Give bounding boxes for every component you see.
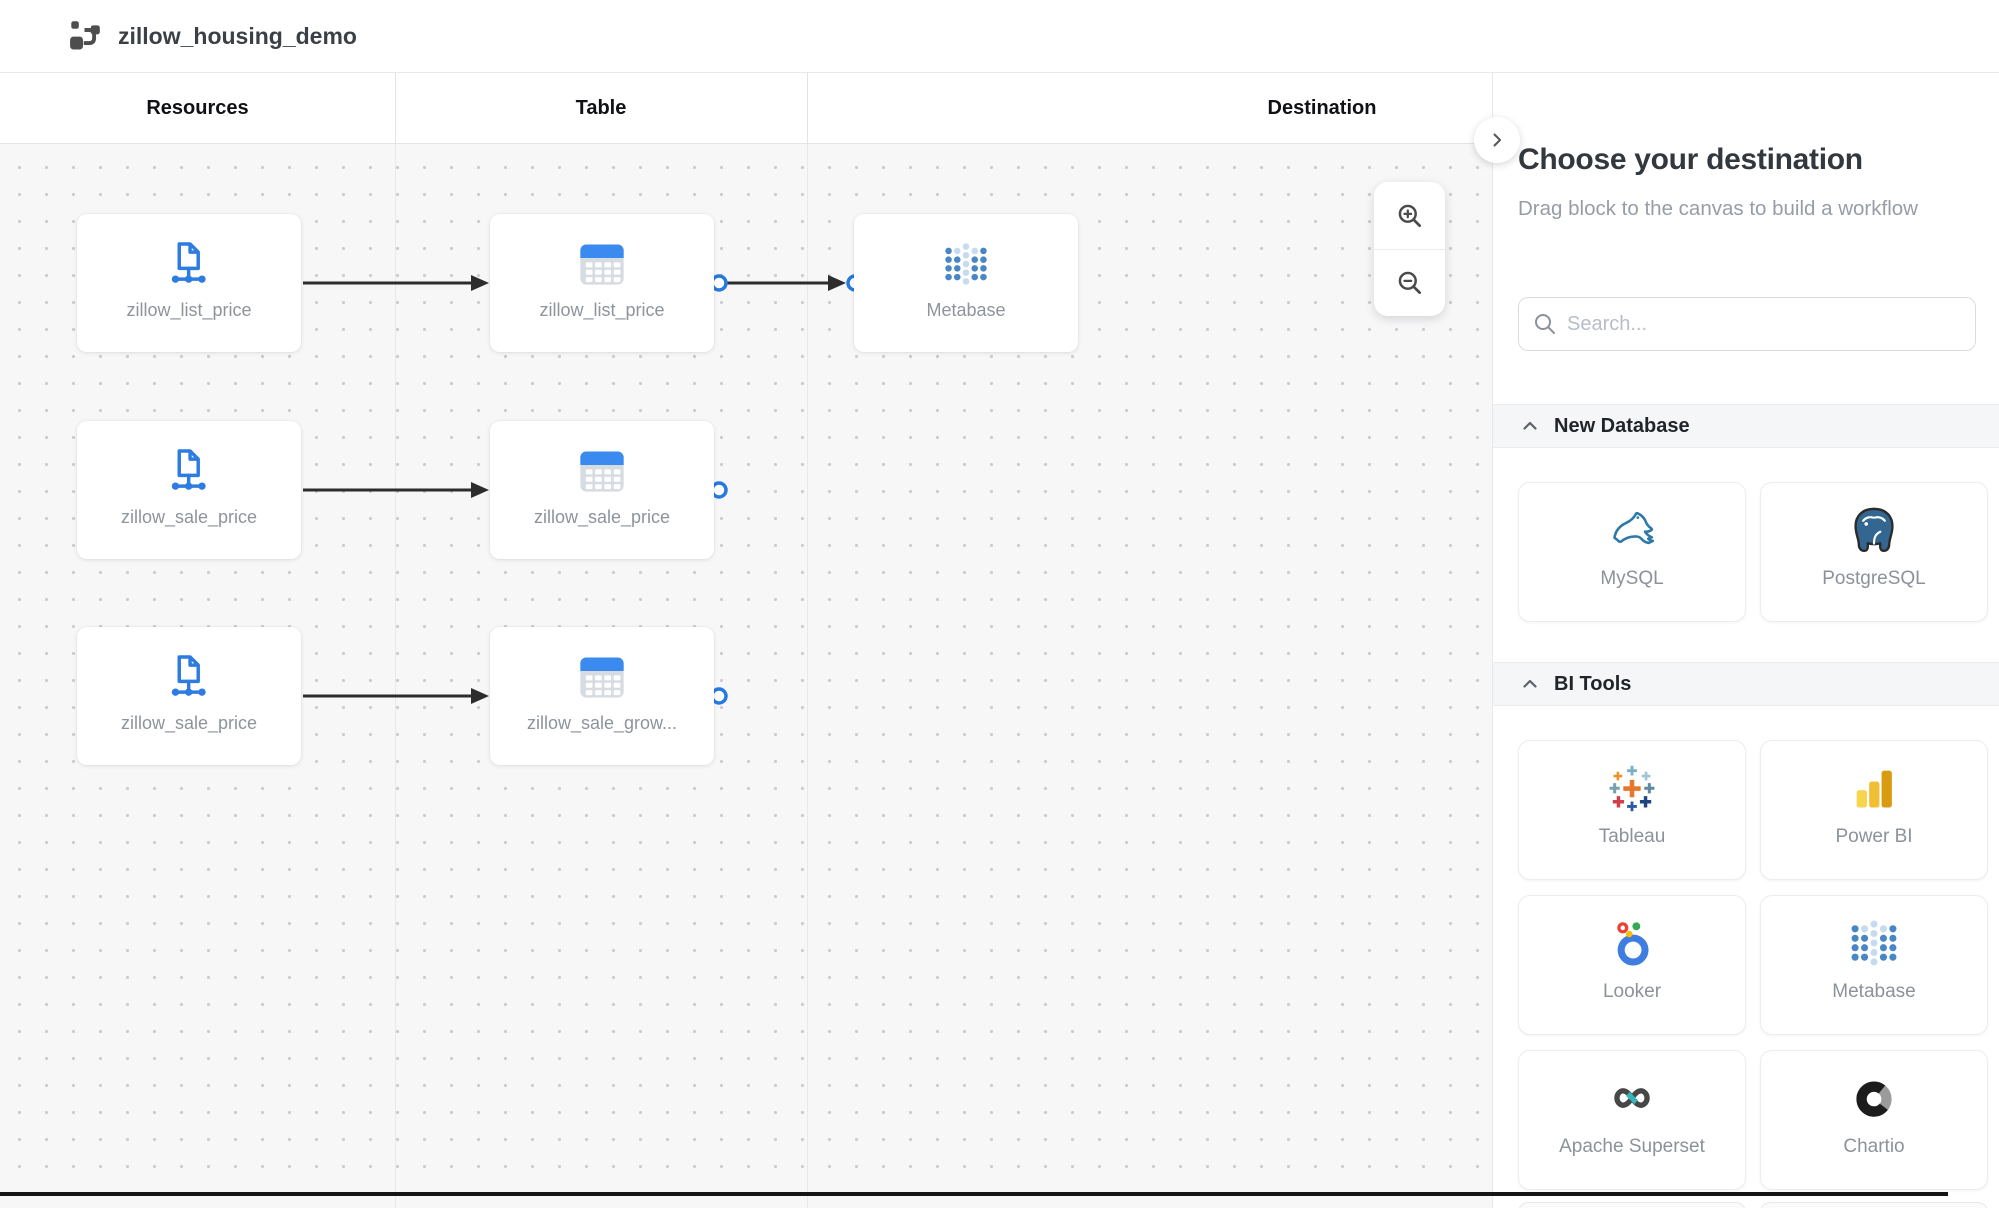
node-table-zillow-sale-growth[interactable]: zillow_sale_grow... xyxy=(490,627,714,765)
node-label: Metabase xyxy=(926,300,1006,320)
column-headers: Resources Table Destination xyxy=(0,73,1492,144)
node-resource-zillow-sale-price[interactable]: zillow_sale_price xyxy=(77,421,301,559)
divider xyxy=(1374,248,1445,250)
node-table-zillow-list-price[interactable]: zillow_list_price xyxy=(490,214,714,352)
output-port[interactable] xyxy=(710,481,728,499)
mysql-icon xyxy=(1613,511,1655,545)
file-source-icon xyxy=(171,449,206,490)
node-label: zillow_list_price xyxy=(539,300,665,320)
node-label: zillow_sale_grow... xyxy=(526,713,678,733)
card-label: Metabase xyxy=(1832,981,1916,1002)
chevron-right-icon xyxy=(1493,133,1501,147)
sidebar-title: Choose your destination xyxy=(1518,143,1863,176)
sidebar-subtitle: Drag block to the canvas to build a work… xyxy=(1518,197,1918,220)
file-source-icon xyxy=(171,655,206,696)
column-divider xyxy=(395,144,396,1208)
chevron-up-icon xyxy=(1523,421,1537,430)
zoom-in-button[interactable] xyxy=(1374,182,1445,249)
card-label: Chartio xyxy=(1843,1136,1905,1157)
workflow-icon xyxy=(70,21,100,50)
tableau-icon xyxy=(1609,765,1655,812)
destination-card-partial xyxy=(1518,1202,1746,1208)
zoom-out-icon xyxy=(1398,271,1421,295)
sidebar-collapse-button[interactable] xyxy=(1474,117,1520,163)
destination-sidebar: Choose your destination Drag block to th… xyxy=(1492,73,1999,1208)
table-icon xyxy=(580,244,624,285)
destination-card-mysql[interactable]: MySQL xyxy=(1518,482,1746,622)
node-label: zillow_sale_price xyxy=(533,507,671,527)
node-resource-zillow-sale-price-2[interactable]: zillow_sale_price xyxy=(77,627,301,765)
column-divider xyxy=(395,73,396,144)
looker-icon xyxy=(1617,922,1649,966)
destination-card-partial xyxy=(1760,1202,1988,1208)
page-title: zillow_housing_demo xyxy=(118,22,357,49)
node-label: zillow_list_price xyxy=(126,300,252,320)
postgresql-icon xyxy=(1854,507,1894,552)
section-label: New Database xyxy=(1554,414,1690,437)
destination-card-apache-superset[interactable]: Apache Superset xyxy=(1518,1050,1746,1190)
destination-card-powerbi[interactable]: Power BI xyxy=(1760,740,1988,880)
zoom-out-button[interactable] xyxy=(1374,249,1445,316)
section-header-bi-tools[interactable]: BI Tools xyxy=(1493,662,1999,706)
card-label: Power BI xyxy=(1835,826,1913,847)
column-header-table: Table xyxy=(575,97,627,119)
chartio-icon xyxy=(1856,1081,1892,1117)
card-label: Tableau xyxy=(1598,826,1666,847)
card-label: Apache Superset xyxy=(1559,1136,1705,1157)
node-label: zillow_sale_price xyxy=(120,507,258,527)
zoom-in-icon xyxy=(1398,204,1421,227)
output-port[interactable] xyxy=(710,687,728,705)
node-resource-zillow-list-price[interactable]: zillow_list_price xyxy=(77,214,301,352)
destination-card-chartio[interactable]: Chartio xyxy=(1760,1050,1988,1190)
section-header-new-database[interactable]: New Database xyxy=(1493,404,1999,448)
card-label: MySQL xyxy=(1600,568,1664,589)
superset-icon xyxy=(1614,1088,1650,1108)
search-icon xyxy=(1535,314,1555,334)
metabase-icon xyxy=(1851,920,1897,966)
node-table-zillow-sale-price[interactable]: zillow_sale_price xyxy=(490,421,714,559)
app-header: zillow_housing_demo xyxy=(0,0,1999,73)
table-icon xyxy=(580,451,624,492)
output-port[interactable] xyxy=(710,274,728,292)
workflow-canvas[interactable]: zillow_list_price zillow_list_price xyxy=(0,144,1492,1208)
node-label: zillow_sale_price xyxy=(120,713,258,733)
column-header-resources: Resources xyxy=(146,97,249,119)
column-header-destination: Destination xyxy=(1267,97,1377,119)
card-label: Looker xyxy=(1602,981,1662,1002)
card-label: PostgreSQL xyxy=(1822,568,1926,589)
powerbi-icon xyxy=(1856,770,1892,808)
chevron-up-icon xyxy=(1523,679,1537,688)
column-divider xyxy=(807,144,808,1208)
destination-card-looker[interactable]: Looker xyxy=(1518,895,1746,1035)
table-icon xyxy=(580,657,624,698)
search-box xyxy=(1518,297,1976,351)
search-input[interactable] xyxy=(1567,312,1961,336)
destination-card-metabase[interactable]: Metabase xyxy=(1760,895,1988,1035)
column-divider xyxy=(807,73,808,144)
node-destination-metabase[interactable]: Metabase xyxy=(854,214,1078,352)
window-bottom-edge xyxy=(0,1192,1948,1196)
destination-card-postgresql[interactable]: PostgreSQL xyxy=(1760,482,1988,622)
destination-card-tableau[interactable]: Tableau xyxy=(1518,740,1746,880)
file-source-icon xyxy=(171,242,206,283)
section-label: BI Tools xyxy=(1554,672,1632,695)
metabase-icon xyxy=(945,243,987,285)
zoom-controls xyxy=(1374,182,1445,316)
